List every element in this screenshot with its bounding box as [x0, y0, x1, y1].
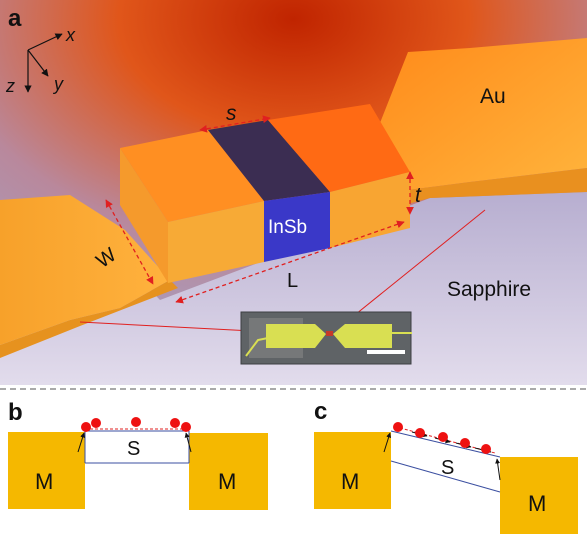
au-electrode-right — [378, 38, 587, 190]
panel-c: c M M S — [314, 398, 578, 534]
z-axis-label: z — [5, 76, 15, 96]
charge-dot — [393, 422, 403, 432]
right-contact-top — [268, 104, 410, 192]
charge-dot — [460, 438, 470, 448]
charge-dot — [170, 418, 180, 428]
charge-dot — [91, 418, 101, 428]
arrow-left — [383, 432, 392, 453]
sapphire-label: Sapphire — [447, 278, 531, 301]
left-pad-label: M — [35, 469, 53, 494]
sem-channel — [326, 331, 333, 336]
sem-inset — [240, 311, 412, 365]
t-label: t — [415, 184, 422, 207]
y-axis-label: y — [52, 74, 64, 94]
charge-dot — [81, 422, 91, 432]
right-pad-label: M — [218, 469, 236, 494]
dimension-s-arrow — [199, 115, 271, 133]
channel-bottom — [390, 460, 501, 493]
insb-top — [208, 120, 330, 201]
left-metal-pad — [8, 432, 85, 509]
x-axis-label: x — [65, 25, 76, 45]
charge-dot — [131, 417, 141, 427]
panel-b-label: b — [8, 399, 23, 426]
right-metal-pad — [500, 457, 578, 534]
charge-dot — [181, 422, 191, 432]
au-electrode-right-edge — [330, 168, 587, 222]
insb-label: InSb — [268, 217, 307, 238]
left-contact-top — [120, 130, 264, 222]
right-pad-label: M — [528, 491, 546, 516]
axes-indicator: x y z — [5, 25, 76, 96]
arrow-left — [77, 432, 86, 453]
charge-dot — [481, 444, 491, 454]
panel-a: x y z a s t W L InSb Au Sapphire — [0, 0, 587, 385]
channel-label: S — [127, 438, 140, 460]
dimension-l-arrow — [175, 220, 405, 304]
dimension-w-arrow — [105, 199, 154, 285]
x-axis-arrow — [27, 33, 63, 51]
sem-right-pad — [333, 324, 392, 348]
panel-c-label: c — [314, 398, 327, 425]
left-pad-label: M — [341, 469, 359, 494]
panel-a-label: a — [8, 5, 22, 32]
charge-dot — [415, 428, 425, 438]
au-electrode-left — [0, 195, 170, 345]
arrow-right — [495, 458, 501, 481]
charge-dot — [438, 432, 448, 442]
au-label: Au — [480, 85, 506, 108]
scale-bar — [367, 350, 405, 354]
sem-left-pad — [266, 324, 326, 348]
channel-top — [390, 430, 501, 458]
arrow-right — [184, 432, 192, 453]
au-electrode-left-edge — [0, 280, 178, 358]
left-metal-pad — [314, 432, 391, 509]
l-label: L — [287, 270, 298, 292]
channel-label: S — [441, 457, 454, 479]
sem-lead-left — [245, 337, 269, 357]
right-metal-pad — [189, 433, 268, 510]
panel-b: b M M S — [8, 399, 268, 510]
y-axis-arrow — [27, 49, 49, 77]
s-label: s — [226, 102, 237, 125]
